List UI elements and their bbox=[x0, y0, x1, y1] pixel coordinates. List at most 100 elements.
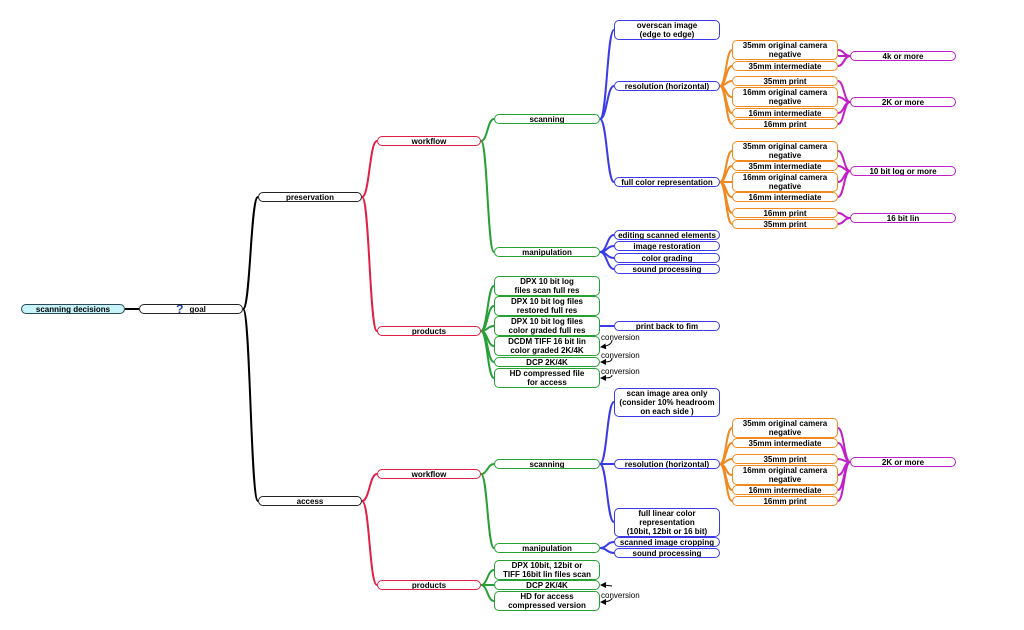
pres-product-item[interactable]: HD compressed file for access bbox=[494, 368, 600, 388]
pres-product-item[interactable]: DPX 10 bit log files scan full res bbox=[494, 276, 600, 296]
connector bbox=[480, 584, 495, 602]
connector-goal-preservation bbox=[242, 196, 259, 310]
pres-manip-item[interactable]: image restoration bbox=[614, 241, 720, 251]
pres-color-item[interactable]: 16mm original camera negative bbox=[732, 172, 838, 192]
access-node[interactable]: access bbox=[258, 496, 362, 506]
access-scanning-node[interactable]: scanning bbox=[494, 459, 600, 469]
conversion-arrow bbox=[600, 597, 613, 605]
access-manip-item[interactable]: scanned image cropping bbox=[614, 537, 720, 547]
access-product-item[interactable]: DCP 2K/4K bbox=[494, 580, 600, 590]
pres-res-item[interactable]: 35mm original camera negative bbox=[732, 40, 838, 60]
pres-color-item[interactable]: 35mm print bbox=[732, 219, 838, 229]
connector bbox=[719, 85, 733, 125]
pres-res-item[interactable]: 16mm original camera negative bbox=[732, 87, 838, 107]
connector bbox=[480, 330, 495, 379]
pres-products-node[interactable]: products bbox=[377, 326, 481, 336]
pres-color-item[interactable]: 35mm original camera negative bbox=[732, 141, 838, 161]
access-res-item[interactable]: 16mm print bbox=[732, 496, 838, 506]
connector bbox=[361, 500, 378, 586]
connector bbox=[361, 473, 378, 502]
pres-color-item[interactable]: 35mm intermediate bbox=[732, 161, 838, 171]
connector bbox=[480, 118, 495, 142]
connector bbox=[480, 473, 495, 549]
access-manipulation-node[interactable]: manipulation bbox=[494, 543, 600, 553]
pres-manipulation-node[interactable]: manipulation bbox=[494, 247, 600, 257]
pres-full-color-node[interactable]: full color representation bbox=[614, 177, 720, 187]
pres-res-item[interactable]: 35mm print bbox=[732, 76, 838, 86]
access-product-item[interactable]: DPX 10bit, 12bit or TIFF 16bit lin files… bbox=[494, 560, 600, 580]
connector bbox=[599, 541, 615, 549]
pres-color-item[interactable]: 16mm print bbox=[732, 208, 838, 218]
conversion-arrow bbox=[600, 339, 613, 350]
connector bbox=[837, 165, 851, 172]
root-node[interactable]: scanning decisions bbox=[21, 304, 125, 314]
connector bbox=[837, 96, 851, 103]
pres-scanning-node[interactable]: scanning bbox=[494, 114, 600, 124]
access-res-item[interactable]: 16mm original camera negative bbox=[732, 465, 838, 485]
pres-product-item[interactable]: DCDM TIFF 16 bit lin color graded 2K/4K bbox=[494, 336, 600, 356]
connector bbox=[480, 140, 495, 253]
access-res-item[interactable]: 35mm print bbox=[732, 454, 838, 464]
conversion-label: conversion bbox=[601, 591, 640, 600]
pres-workflow-node[interactable]: workflow bbox=[377, 136, 481, 146]
pres-manip-item[interactable]: sound processing bbox=[614, 264, 720, 274]
preservation-node[interactable]: preservation bbox=[258, 192, 362, 202]
pres-res-item[interactable]: 35mm intermediate bbox=[732, 61, 838, 71]
access-scan-area-node[interactable]: scan image area only (consider 10% headr… bbox=[614, 388, 720, 417]
connector bbox=[480, 463, 495, 475]
pres-manip-item[interactable]: color grading bbox=[614, 253, 720, 263]
access-resolution-node[interactable]: resolution (horizontal) bbox=[614, 459, 720, 469]
conversion-arrow bbox=[600, 374, 613, 381]
connector bbox=[599, 245, 615, 253]
access-res-item[interactable]: 35mm intermediate bbox=[732, 438, 838, 448]
pres-overscan-node[interactable]: overscan image (edge to edge) bbox=[614, 20, 720, 40]
pres-manip-item[interactable]: editing scanned elements bbox=[614, 230, 720, 240]
connector bbox=[599, 85, 615, 120]
access-manip-item[interactable]: sound processing bbox=[614, 548, 720, 558]
goal-label: goal bbox=[189, 304, 206, 314]
connector bbox=[837, 217, 851, 225]
connector bbox=[361, 196, 378, 332]
pres-res-item[interactable]: 16mm intermediate bbox=[732, 108, 838, 118]
connector bbox=[599, 401, 615, 465]
connector bbox=[599, 463, 615, 523]
pres-res-target-2k[interactable]: 2K or more bbox=[850, 97, 956, 107]
goal-node[interactable]: ? goal bbox=[139, 304, 243, 314]
connector bbox=[599, 118, 615, 183]
connector bbox=[837, 101, 851, 125]
access-res-target-2k[interactable]: 2K or more bbox=[850, 457, 956, 467]
question-mark-icon: ? bbox=[176, 304, 184, 314]
connector bbox=[599, 251, 615, 270]
conversion-label: conversion bbox=[601, 367, 640, 376]
access-product-item[interactable]: HD for access compressed version bbox=[494, 591, 600, 611]
connector bbox=[837, 461, 851, 502]
pres-resolution-node[interactable]: resolution (horizontal) bbox=[614, 81, 720, 91]
connector bbox=[837, 55, 851, 67]
access-products-node[interactable]: products bbox=[377, 580, 481, 590]
connector bbox=[719, 181, 733, 225]
access-full-linear-node[interactable]: full linear color representation (10bit,… bbox=[614, 508, 720, 537]
pres-color-target-16bit[interactable]: 16 bit lin bbox=[850, 213, 956, 223]
pres-product-item[interactable]: DPX 10 bit log files color graded full r… bbox=[494, 316, 600, 336]
connector bbox=[361, 140, 378, 198]
connector-goal-access bbox=[242, 308, 259, 502]
access-workflow-node[interactable]: workflow bbox=[377, 469, 481, 479]
pres-res-target-4k[interactable]: 4k or more bbox=[850, 51, 956, 61]
connector bbox=[599, 547, 615, 554]
conversion-arrow bbox=[600, 582, 613, 589]
pres-color-target-10bit[interactable]: 10 bit log or more bbox=[850, 166, 956, 176]
connector bbox=[480, 569, 495, 586]
access-res-item[interactable]: 16mm intermediate bbox=[732, 485, 838, 495]
conversion-arrow bbox=[600, 357, 613, 365]
connector bbox=[599, 29, 615, 120]
conversion-label: conversion bbox=[601, 351, 640, 360]
pres-product-item[interactable]: DPX 10 bit log files restored full res bbox=[494, 296, 600, 316]
connector bbox=[719, 463, 733, 502]
pres-color-item[interactable]: 16mm intermediate bbox=[732, 192, 838, 202]
access-res-item[interactable]: 35mm original camera negative bbox=[732, 418, 838, 438]
pres-product-item[interactable]: DCP 2K/4K bbox=[494, 357, 600, 367]
conversion-label: conversion bbox=[601, 333, 640, 342]
pres-res-item[interactable]: 16mm print bbox=[732, 119, 838, 129]
print-back-to-film-node[interactable]: print back to fim bbox=[614, 321, 720, 331]
